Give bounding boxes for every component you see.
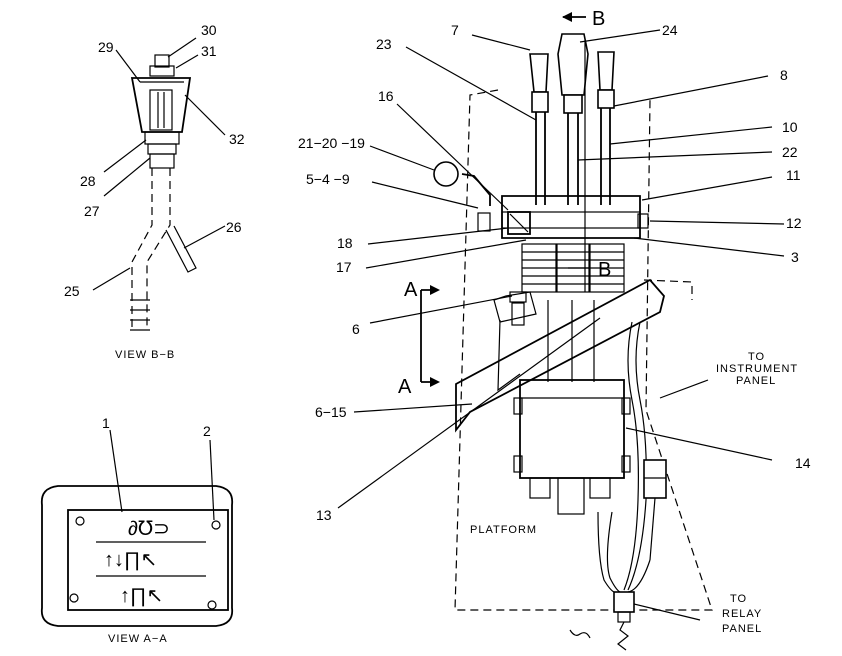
plate-symbols-row-1: ∂℧⊃: [128, 518, 170, 540]
callout-29: 29: [98, 39, 114, 55]
section-mark-a-upper: A: [404, 279, 418, 301]
main-assembly: [337, 12, 785, 651]
to-instrument-panel-line-1: TO: [748, 351, 765, 363]
callout-26: 26: [226, 219, 242, 235]
view-bb-detail: [92, 37, 226, 331]
callout-14: 14: [795, 455, 811, 471]
callout-27: 27: [84, 203, 100, 219]
to-instrument-panel-line-2: INSTRUMENT: [716, 363, 798, 375]
callout-21-20-19: 21−20 −19: [298, 135, 365, 151]
section-mark-a-lower: A: [398, 376, 412, 398]
callout-28: 28: [80, 173, 96, 189]
plate-symbols-row-3: ↑∏↖: [120, 585, 163, 607]
callout-2: 2: [203, 423, 211, 439]
callout-11: 11: [786, 167, 801, 183]
callout-1: 1: [102, 415, 110, 431]
callout-22: 22: [782, 144, 798, 160]
callout-3: 3: [791, 249, 799, 265]
plate-symbols-row-2: ↑↓∏↖: [104, 549, 157, 571]
callout-7: 7: [451, 22, 459, 38]
view-bb-caption: VIEW B−B: [115, 349, 175, 361]
callout-16: 16: [378, 88, 394, 104]
callout-6-15: 6−15: [315, 404, 347, 420]
to-instrument-panel-line-3: PANEL: [736, 375, 776, 387]
callout-18: 18: [337, 235, 353, 251]
callout-5-4-9: 5−4 −9: [306, 171, 350, 187]
to-relay-panel-line-1: TO: [730, 593, 747, 605]
callout-31: 31: [201, 43, 217, 59]
callout-25: 25: [64, 283, 80, 299]
section-mark-b-top: B: [592, 8, 605, 30]
callout-17: 17: [336, 259, 352, 275]
callout-10: 10: [782, 119, 798, 135]
callout-30: 30: [201, 22, 217, 38]
callout-6: 6: [352, 321, 360, 337]
callout-8: 8: [780, 67, 788, 83]
platform-label: PLATFORM: [470, 524, 537, 536]
callout-12: 12: [786, 215, 802, 231]
to-relay-panel-line-3: PANEL: [722, 623, 762, 635]
view-aa-caption: VIEW A−A: [108, 633, 168, 645]
callout-23: 23: [376, 36, 392, 52]
view-aa-detail: [40, 429, 234, 627]
callout-13: 13: [316, 507, 332, 523]
callout-32: 32: [229, 131, 245, 147]
to-relay-panel-line-2: RELAY: [722, 608, 762, 620]
callout-24: 24: [662, 22, 678, 38]
section-mark-b-lower: B: [598, 259, 611, 281]
